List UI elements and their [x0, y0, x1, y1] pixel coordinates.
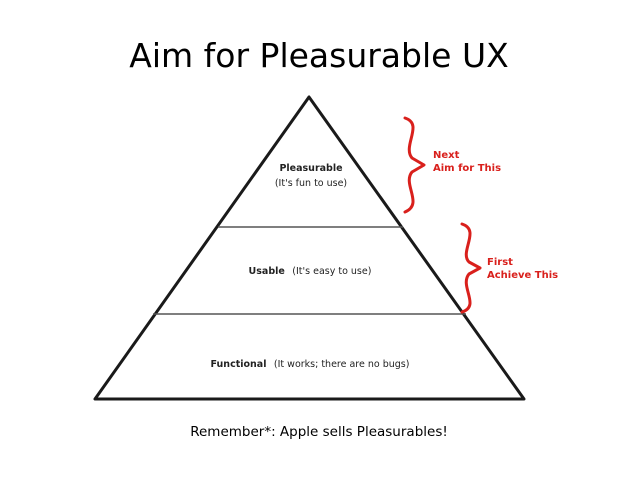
tier-middle-label: Usable (It's easy to use): [249, 261, 372, 278]
annotation-next-line1: Next: [433, 150, 460, 161]
annotation-next-line2: Aim for This: [433, 163, 501, 174]
tier-bottom-description: (It works; there are no bugs): [274, 359, 410, 370]
tier-top-name: Pleasurable: [279, 163, 342, 174]
tier-bottom-name: Functional: [211, 359, 267, 370]
tier-middle-name: Usable: [249, 266, 285, 277]
brace-upper-icon: [403, 116, 426, 214]
pyramid-outline: [93, 95, 526, 401]
tier-middle-description: (It's easy to use): [292, 266, 371, 277]
footnote: Remember*: Apple sells Pleasurables!: [190, 424, 448, 440]
tier-bottom-label: Functional (It works; there are no bugs): [211, 354, 410, 371]
annotation-first-line1: First: [487, 257, 513, 268]
annotation-first-line2: Achieve This: [487, 270, 558, 281]
slide-title: Aim for Pleasurable UX: [129, 36, 509, 75]
brace-lower-icon: [460, 222, 482, 314]
tier-top-description: (It's fun to use): [275, 178, 347, 189]
